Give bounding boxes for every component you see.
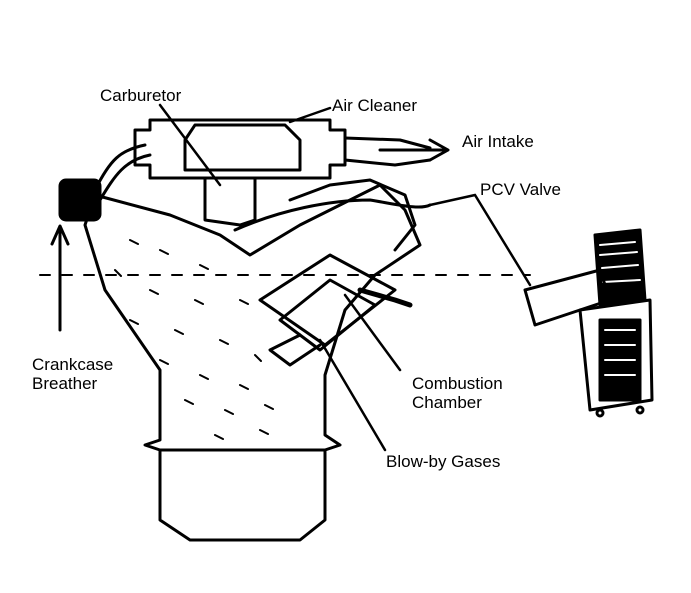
- combustion-chamber-text-line2: Chamber: [412, 393, 503, 412]
- air-cleaner-label: Air Cleaner: [332, 96, 417, 115]
- combustion-chamber-text-line1: Combustion: [412, 374, 503, 393]
- blow-by-pointer: [320, 340, 385, 450]
- air-intake-text: Air Intake: [462, 132, 534, 151]
- engine-block: [85, 185, 420, 540]
- carburetor-body: [205, 178, 255, 225]
- pcv-valve-pointer: [430, 195, 530, 285]
- valve-cover: [290, 180, 415, 250]
- crankcase-breather-text-line1: Crankcase: [32, 355, 113, 374]
- pcv-valve-label: PCV Valve: [480, 180, 561, 199]
- pcv-valve-text: PCV Valve: [480, 180, 561, 199]
- air-cleaner-text: Air Cleaner: [332, 96, 417, 115]
- crankcase-breather-cap: [60, 180, 100, 220]
- cylinder-wall: [260, 255, 395, 345]
- pcv-hose: [235, 200, 430, 230]
- connecting-rod: [270, 335, 320, 365]
- air-intake-label: Air Intake: [462, 132, 534, 151]
- crankcase-breather-text-line2: Breather: [32, 374, 113, 393]
- breather-tube: [95, 145, 150, 200]
- carburetor-text: Carburetor: [100, 86, 181, 105]
- carburetor-label: Carburetor: [100, 86, 181, 105]
- crankcase-breather-label: Crankcase Breather: [32, 355, 113, 393]
- blow-by-gases-label: Blow-by Gases: [386, 452, 500, 471]
- combustion-chamber-label: Combustion Chamber: [412, 374, 503, 412]
- crankcase-breather-pointer: [52, 226, 68, 330]
- pcv-valve-detail: [525, 230, 652, 416]
- carburetor-pointer: [160, 105, 220, 185]
- blow-by-gases-text: Blow-by Gases: [386, 452, 500, 471]
- spark-plug: [360, 290, 410, 305]
